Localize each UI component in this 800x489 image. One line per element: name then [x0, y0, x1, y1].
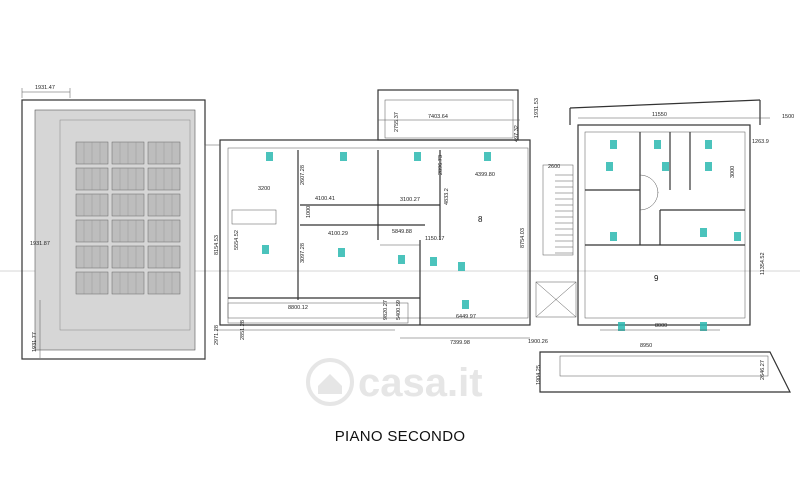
dim-4833: 4833.2 — [444, 188, 450, 205]
solar-panels — [75, 141, 181, 295]
room-label-mark — [462, 300, 469, 309]
dim-1263: 1263.9 — [752, 139, 769, 145]
room-label-mark — [398, 255, 405, 264]
room-label-mark — [606, 162, 613, 171]
room-label-mark — [484, 152, 491, 161]
right-apartment — [535, 99, 791, 393]
dim-2851: 2851.28 — [240, 320, 246, 340]
dim-6449: 6449.97 — [456, 314, 476, 320]
dim-2646: 2646.27 — [760, 360, 766, 380]
room-label-mark — [610, 140, 617, 149]
room-label-mark — [654, 140, 661, 149]
dim-8950: 8950 — [640, 343, 652, 349]
room-label-mark — [734, 232, 741, 241]
room-label-mark — [340, 152, 347, 161]
dim-5554: 5554.52 — [234, 230, 240, 250]
room-labels — [262, 140, 741, 331]
room-label-mark — [266, 152, 273, 161]
dim-2607: 2607.28 — [300, 165, 306, 185]
dim-1900: 1900.26 — [528, 339, 548, 345]
dim-2755: 2755.37 — [394, 112, 400, 132]
dim-3200: 3200 — [258, 186, 270, 192]
room-label-mark — [262, 245, 269, 254]
dim-2971: 2971.28 — [214, 325, 220, 345]
dim-top-left: 1931.47 — [35, 85, 55, 91]
dim-9820: 9820.27 — [383, 300, 389, 320]
dim-3100: 3100.27 — [400, 197, 420, 203]
room-label-mark — [662, 162, 669, 171]
room-label-mark — [338, 248, 345, 257]
dim-3097: 3097.28 — [300, 243, 306, 263]
room-label-mark — [430, 257, 437, 266]
dim-1931-53: 1931.53 — [534, 98, 540, 118]
dim-5849: 5849.88 — [392, 229, 412, 235]
room-label-mark — [414, 152, 421, 161]
room-label-mark — [705, 162, 712, 171]
page-title: PIANO SECONDO — [334, 428, 466, 445]
dim-7403: 7403.64 — [428, 114, 448, 120]
central-apartment — [204, 89, 531, 360]
room-label-mark — [618, 322, 625, 331]
dim-1150: 1150.17 — [425, 236, 444, 242]
dim-1931-87: 1931.87 — [30, 241, 50, 247]
dim-7399: 7399.98 — [450, 340, 470, 346]
dim-4100-41: 4100.41 — [315, 196, 335, 202]
watermark-text: casa.it — [358, 361, 483, 405]
dim-8754: 8754.03 — [520, 228, 526, 248]
room-label-mark — [610, 232, 617, 241]
dim-497: 497.32 — [514, 125, 520, 142]
dim-3000: 3000 — [730, 166, 736, 178]
room-number-8: 8 — [478, 215, 483, 224]
room-label-mark — [700, 322, 707, 331]
dim-1904: 1904.25 — [536, 365, 542, 385]
staircase — [555, 174, 573, 254]
dimensions: 7403.64 1931.53 1500 11550 1263.9 8154.5… — [214, 98, 794, 385]
dim-1931-77: 1931.77 — [32, 332, 38, 352]
dim-1500: 1500 — [782, 114, 794, 120]
dim-1000: 1000 — [306, 206, 312, 218]
dim-8800: 8800.12 — [288, 305, 308, 311]
room-number-9: 9 — [654, 274, 659, 283]
dim-5400: 5400.59 — [396, 300, 402, 320]
watermark-logo: casa.it — [306, 358, 483, 406]
roof-terrace: 1931.47 1931.77 1931.87 — [21, 85, 206, 360]
dim-8000: 8000 — [655, 323, 667, 329]
room-label-mark — [700, 228, 707, 237]
dim-2896: 2896.73 — [438, 155, 444, 175]
dim-8154: 8154.53 — [214, 235, 220, 255]
dim-2600: 2600 — [548, 164, 560, 170]
room-label-mark — [458, 262, 465, 271]
room-label-mark — [705, 140, 712, 149]
dim-11354: 11354.52 — [760, 252, 766, 275]
dim-11550: 11550 — [652, 112, 667, 118]
dim-4399: 4399.80 — [475, 172, 495, 178]
dim-4100-29: 4100.29 — [328, 231, 348, 237]
